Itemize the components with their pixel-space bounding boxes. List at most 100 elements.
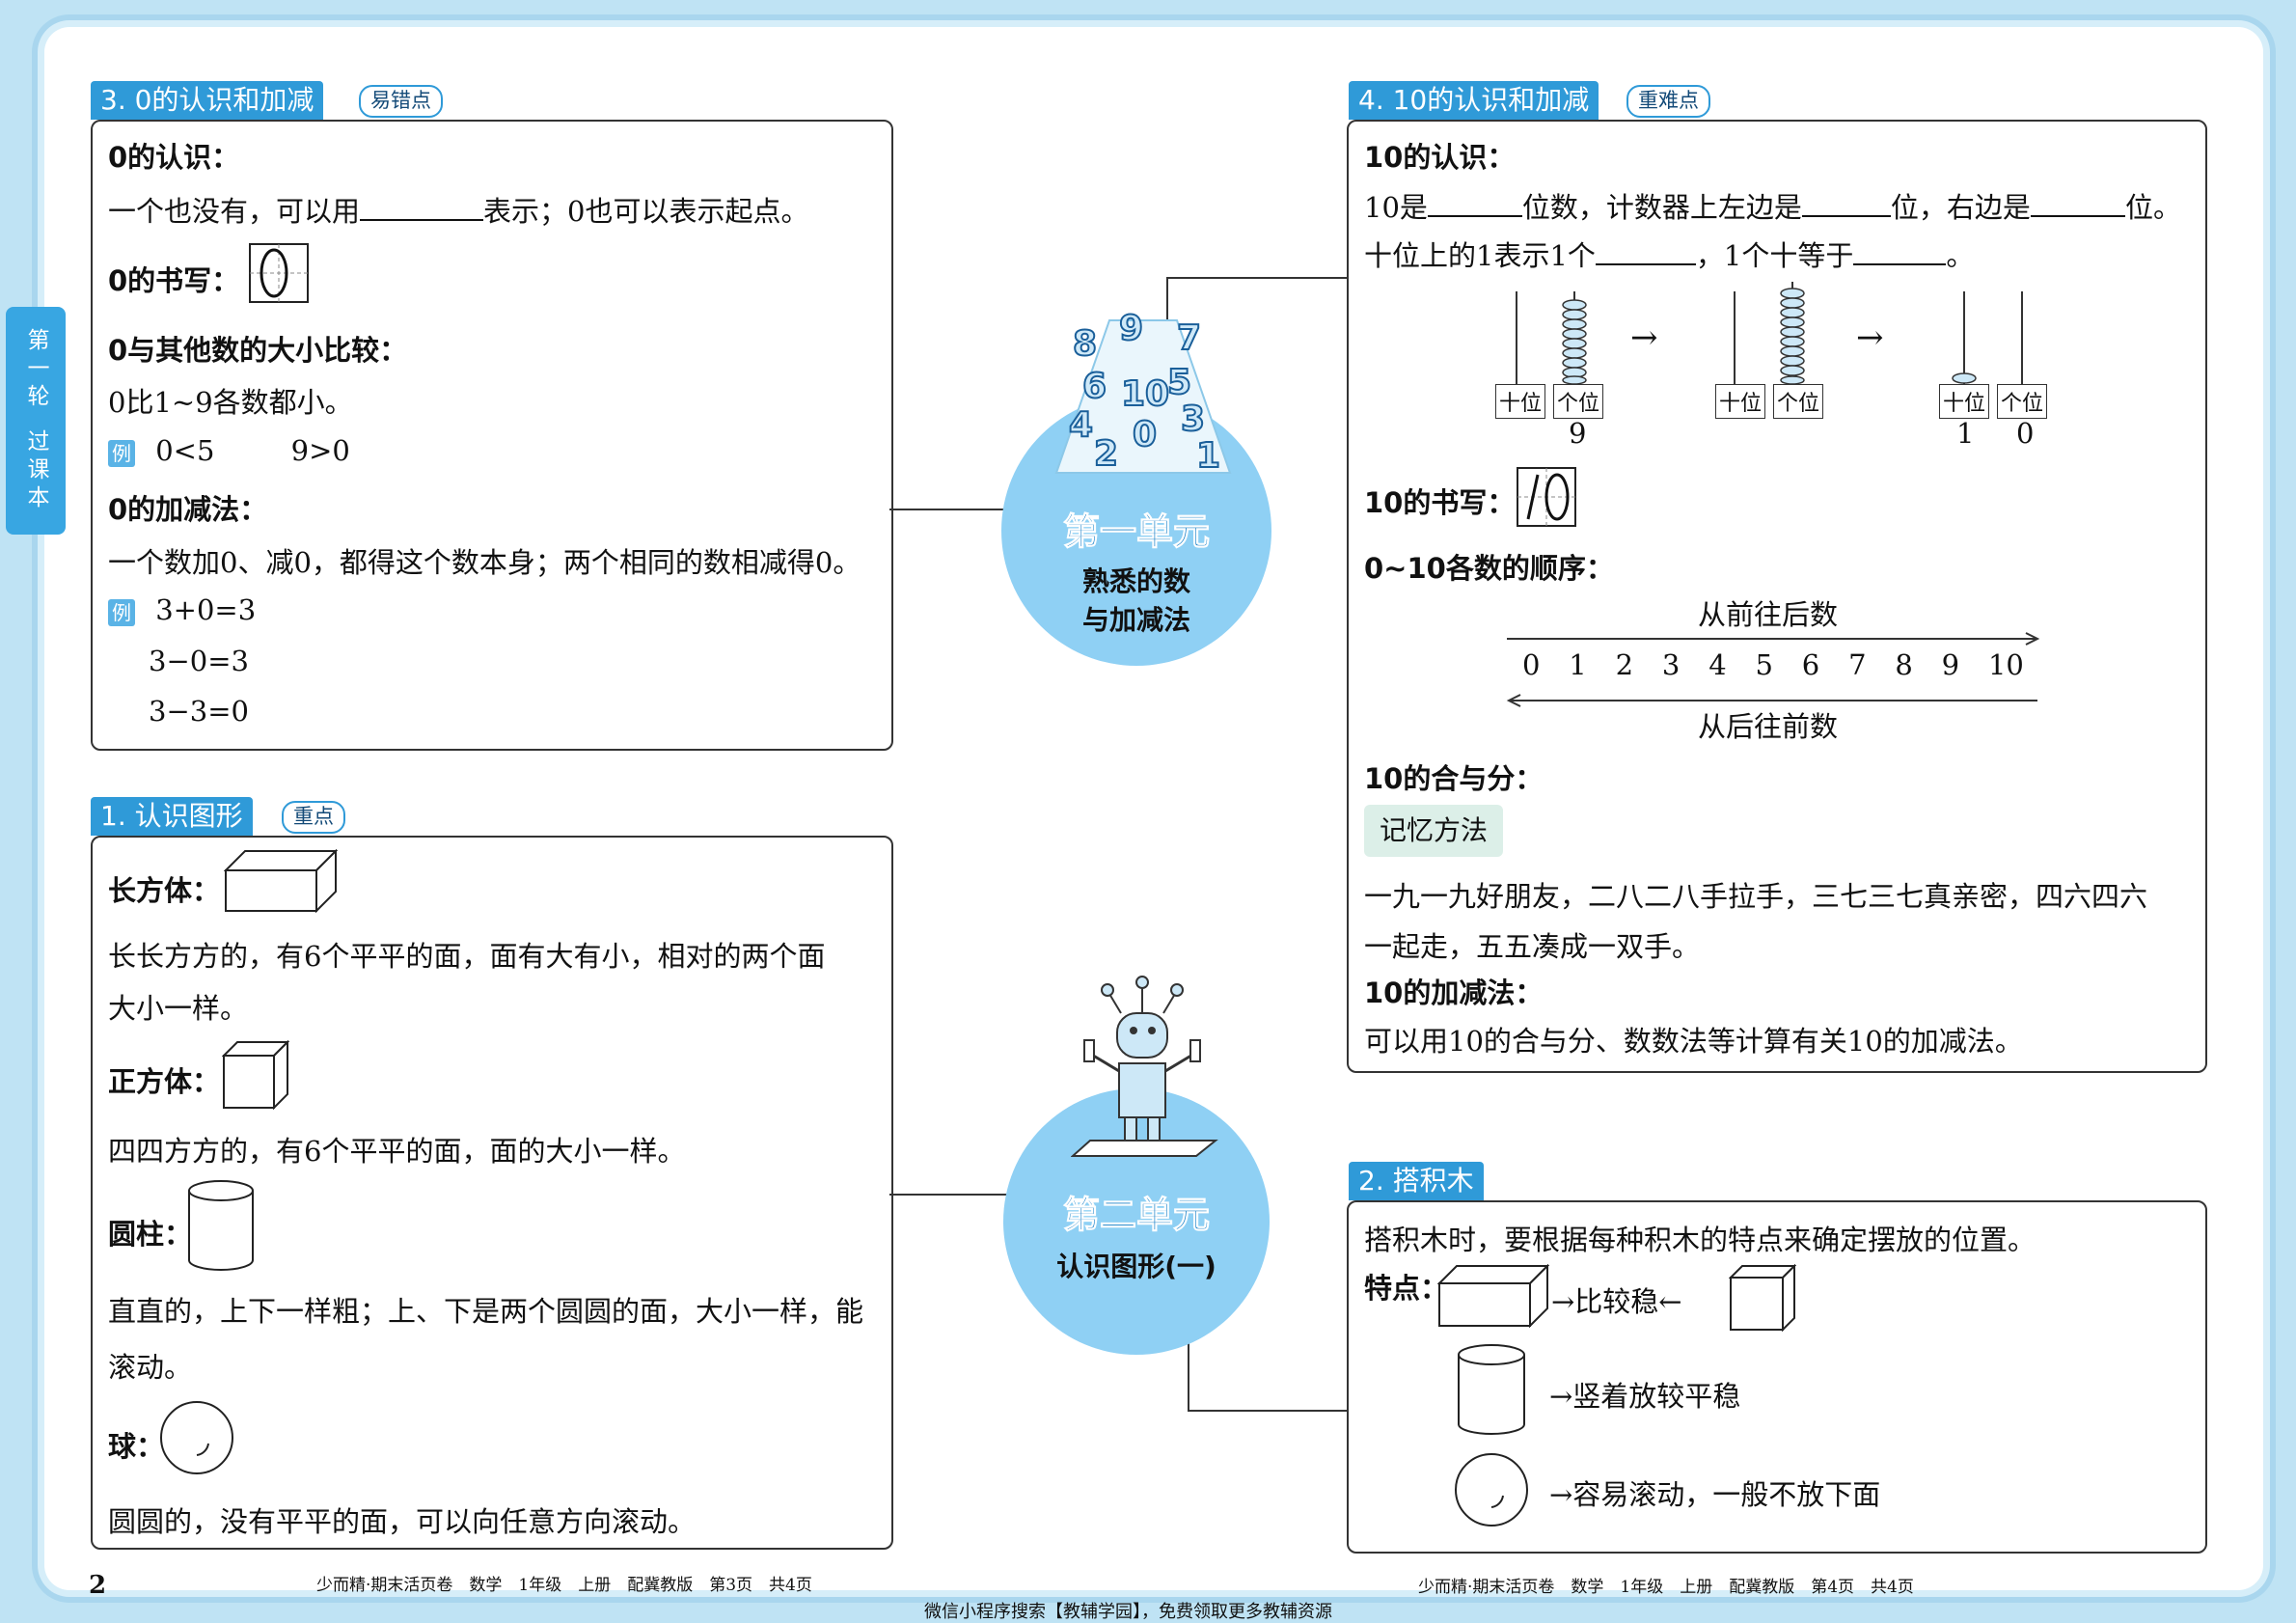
cube-icon [1729, 1264, 1796, 1332]
abacus-one-value: 9 [1569, 417, 1587, 450]
side-tab-round: 第一轮 [23, 328, 48, 412]
abacus-ones-label: 个位 [1553, 384, 1604, 419]
cuboid-desc-2: 大小一样。 [108, 992, 249, 1025]
stable-note: →比较稳← [1551, 1285, 1682, 1318]
abacus-tens-label: 十位 [1939, 384, 1990, 419]
bottom-promo-text: 微信小程序搜索【教辅学园】，免费领取更多教辅资源 [924, 1602, 1332, 1622]
zero-compare-text: 0比1~9各数都小。 [108, 386, 353, 419]
answer-blank[interactable] [1801, 188, 1891, 217]
zero-compare-heading: 0与其他数的大小比较： [108, 334, 408, 367]
side-tab: 第一轮 过课本 [6, 307, 66, 535]
answer-blank[interactable] [1427, 188, 1522, 217]
answer-blank[interactable] [1853, 236, 1947, 265]
cuboid-label: 长方体： [108, 874, 221, 907]
sphere-icon [1455, 1453, 1528, 1527]
tag-key-point: 重点 [282, 801, 345, 834]
zero-arith-heading: 0的加减法： [108, 493, 268, 526]
ten-recognition-line-1: 10是位数，计数器上左边是位，右边是位。 [1364, 185, 2181, 226]
svg-text:3: 3 [1181, 399, 1205, 439]
number-line-item: 4 [1708, 648, 1727, 681]
blocks-features-heading: 特点： [1364, 1272, 1449, 1305]
zero-writing-grid-icon [249, 243, 309, 303]
cube-desc: 四四方方的，有6个平平的面，面的大小一样。 [108, 1135, 686, 1168]
svg-text:4: 4 [1069, 405, 1093, 445]
svg-text:2: 2 [1094, 434, 1118, 474]
backward-arrow [1506, 694, 2037, 707]
zero-recognition-text: 一个也没有，可以用表示；0也可以表示起点。 [108, 189, 808, 230]
footer-left-info: 少而精·期末活页卷 数学 1年级 上册 配冀教版 第3页 共4页 [316, 1576, 812, 1595]
svg-text:1: 1 [1196, 436, 1220, 475]
number-order-heading: 0~10各数的顺序： [1364, 552, 1614, 585]
cylinder-label: 圆柱： [108, 1218, 193, 1251]
sphere-note: →容易滚动，一般不放下面 [1549, 1478, 1881, 1511]
abacus-ten [1952, 291, 2023, 384]
example-icon: 例 [108, 599, 135, 626]
number-line-item: 9 [1941, 648, 1960, 681]
svg-text:9: 9 [1119, 309, 1143, 348]
footer-right-info: 少而精·期末活页卷 数学 1年级 上册 配冀教版 第4页 共4页 [1418, 1578, 1914, 1597]
number-line-item: 10 [1987, 648, 2024, 681]
cuboid-desc-1: 长长方方的，有6个平平的面，面有大有小，相对的两个面 [108, 940, 826, 973]
svg-text:5: 5 [1167, 363, 1191, 402]
number-line-item: 3 [1661, 648, 1681, 681]
unit-one-circle: 第一单元 熟悉的数 与加减法 [1001, 396, 1271, 666]
arrow-icon: → [1630, 318, 1658, 357]
count-forward-label: 从前往后数 [1698, 598, 1839, 631]
svg-text:8: 8 [1073, 324, 1097, 364]
abacus-tens-value: 1 [1956, 417, 1975, 450]
cuboid-icon [224, 849, 338, 913]
cuboid-icon [1437, 1264, 1549, 1328]
cylinder-desc-2: 滚动。 [108, 1351, 193, 1384]
forward-arrow [1507, 632, 2040, 646]
compare-example: 例 0<5 9>0 [108, 434, 350, 467]
memory-method-badge: 记忆方法 [1364, 805, 1504, 857]
sphere-desc: 圆圆的，没有平平的面，可以向任意方向滚动。 [108, 1505, 697, 1538]
abacus-ones-label: 个位 [1773, 384, 1824, 419]
section-title-blocks: 2. 搭积木 [1349, 1162, 1484, 1200]
answer-blank[interactable] [1595, 236, 1696, 265]
number-line-item: 1 [1569, 648, 1587, 681]
ten-arith-heading: 10的加减法： [1364, 977, 1544, 1009]
answer-blank[interactable] [2030, 188, 2125, 217]
abacus-ten-ones [1734, 282, 1805, 385]
unit-one-title: 第一单元 [1062, 510, 1210, 554]
ten-recognition-line-2: 十位上的1表示1个，1个十等于。 [1364, 234, 1974, 274]
number-line-item: 2 [1615, 648, 1634, 681]
answer-blank[interactable] [360, 192, 484, 221]
example-icon: 例 [108, 440, 135, 467]
ten-rhyme-line-2: 一起走，五五凑成一双手。 [1364, 930, 1701, 963]
abacus-tens-label: 十位 [1495, 384, 1546, 419]
robot-illustration [1071, 976, 1218, 1157]
ten-writing-heading: 10的书写： [1364, 486, 1516, 519]
svg-text:6: 6 [1082, 367, 1107, 406]
unit-two-title: 第二单元 [1062, 1194, 1210, 1237]
zero-writing-heading: 0的书写： [108, 264, 240, 297]
section-title-zero: 3. 0的认识和加减 [91, 81, 324, 120]
tag-error-prone: 易错点 [359, 85, 443, 118]
side-tab-book: 过课本 [23, 429, 48, 513]
abacus-ones-value: 0 [2016, 417, 2035, 450]
number-line-item: 8 [1895, 648, 1913, 681]
ten-arith-text: 可以用10的合与分、数数法等计算有关10的加减法。 [1364, 1025, 2023, 1058]
arith-example-2: 3−0=3 [149, 645, 249, 677]
abacus-ones-label: 个位 [1997, 384, 2048, 419]
cylinder-icon [1458, 1344, 1525, 1435]
ten-writing-grid-icon [1517, 467, 1576, 527]
arith-example-3: 3−3=0 [149, 695, 249, 728]
abacus-tens-label: 十位 [1715, 384, 1766, 419]
cylinder-desc-1: 直直的，上下一样粗；上、下是两个圆圆的面，大小一样，能 [108, 1295, 864, 1328]
zero-recognition-heading: 0的认识： [108, 141, 240, 174]
page-number: 2 [89, 1571, 107, 1600]
ten-rhyme-line-1: 一九一九好朋友，二八二八手拉手，三七三七真亲密，四六四六 [1364, 880, 2148, 913]
zero-arith-rule: 一个数加0、减0，都得这个数本身；两个相同的数相减得0。 [108, 546, 861, 579]
ten-compose-heading: 10的合与分： [1364, 762, 1544, 795]
ten-recognition-heading: 10的认识： [1364, 141, 1516, 174]
tag-difficult: 重难点 [1626, 85, 1710, 118]
number-line-item: 0 [1522, 648, 1541, 681]
sphere-icon [160, 1401, 233, 1474]
abacus-nine [1516, 291, 1587, 385]
cylinder-note: →竖着放较平稳 [1549, 1380, 1741, 1413]
section-title-ten: 4. 10的认识和加减 [1349, 81, 1599, 120]
number-line: 0 1 2 3 4 5 6 7 8 9 10 [1522, 648, 2024, 681]
svg-text:0: 0 [1133, 415, 1157, 454]
